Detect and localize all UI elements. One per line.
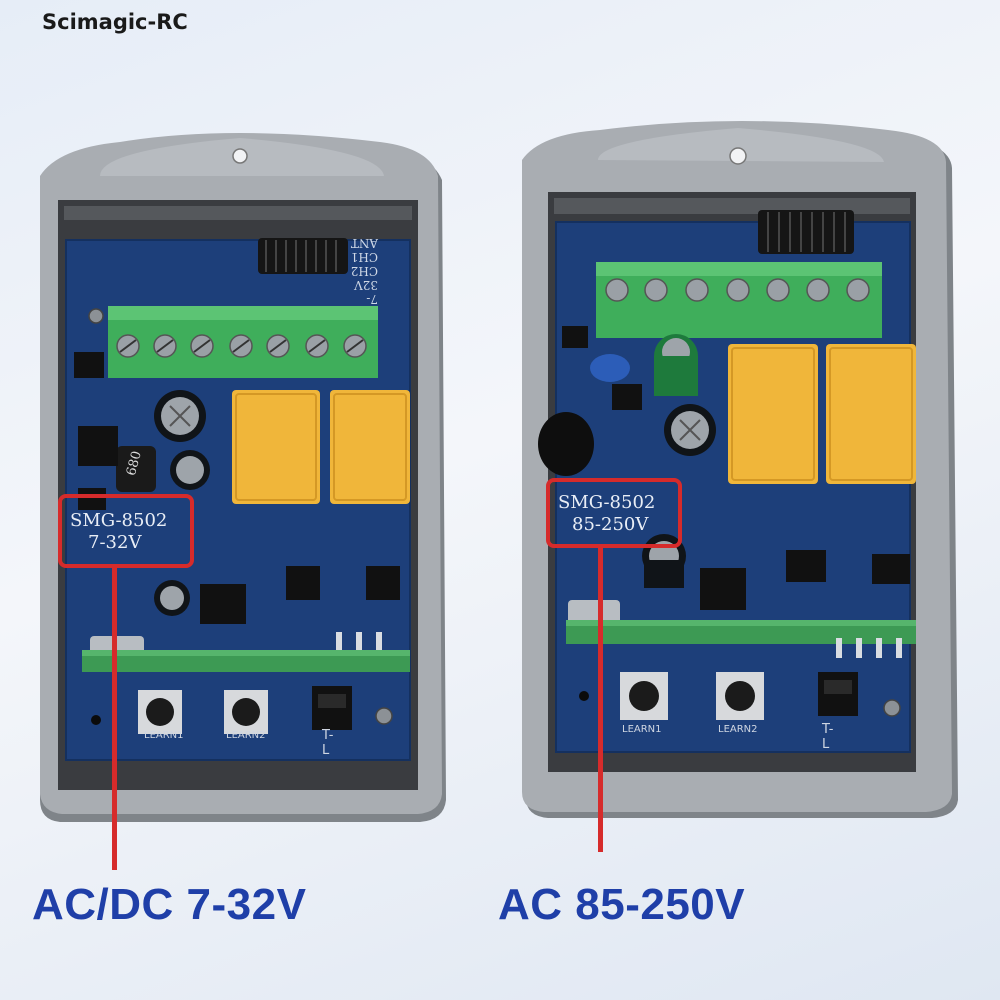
right-jumper-label: T-L xyxy=(822,722,834,752)
left-jumper-label: T-L xyxy=(322,728,334,758)
right-voltage-caption: AC 85-250V xyxy=(498,880,746,929)
right-learn1-label: LEARN1 xyxy=(622,724,662,735)
left-learn1-label: LEARN1 xyxy=(144,730,184,741)
right-board-voltage: 85-250V xyxy=(572,514,649,535)
left-model-callout: SMG-8502 7-32V xyxy=(58,494,194,568)
right-learn2-label: LEARN2 xyxy=(718,724,758,735)
left-board-voltage: 7-32V xyxy=(88,532,142,553)
left-callout-leader xyxy=(112,568,117,870)
right-model-text: SMG-8502 xyxy=(558,492,656,513)
brand-logo: Scimagic-RC xyxy=(42,10,188,34)
left-voltage-caption: AC/DC 7-32V xyxy=(32,880,307,929)
left-model-text: SMG-8502 xyxy=(70,510,168,531)
right-callout-leader xyxy=(598,548,603,852)
left-learn2-label: LEARN2 xyxy=(226,730,266,741)
right-model-callout: SMG-8502 85-250V xyxy=(546,478,682,548)
